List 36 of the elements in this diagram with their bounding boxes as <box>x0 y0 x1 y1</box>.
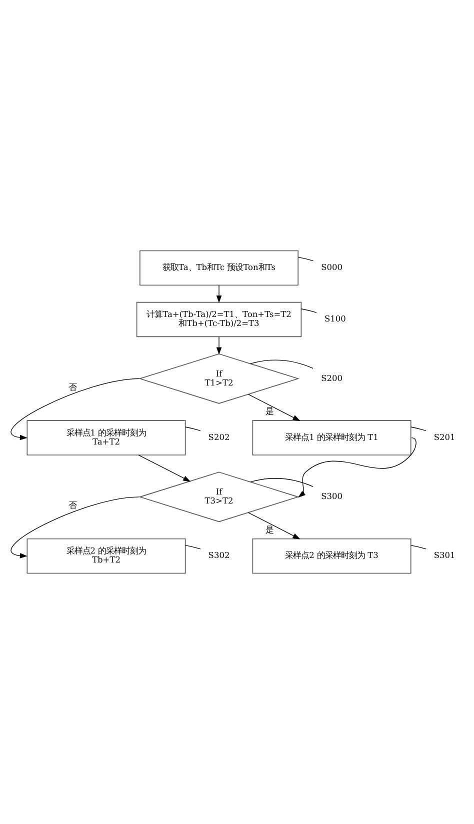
node-text: S201 <box>434 432 456 442</box>
node-text: S000 <box>321 262 342 272</box>
node-text: S300 <box>321 491 342 502</box>
arrow <box>216 336 222 355</box>
node-diamond: If T1>T2 <box>138 353 300 404</box>
connector <box>250 360 314 369</box>
arrow <box>10 496 140 558</box>
node-box: 采样点2 的采样时刻为 Tb+T2 <box>26 538 186 574</box>
node-text: S302 <box>208 550 230 560</box>
node-box: 计算Ta+(Tb-Ta)/2=T1、Ton+Ts=T2 和Tb+(Tc-Tb)/2=T3 <box>136 302 302 338</box>
arrow <box>298 437 416 498</box>
edge-label: 否 <box>68 500 77 510</box>
arrow <box>248 512 300 540</box>
connector <box>185 544 201 550</box>
connector <box>250 478 314 487</box>
connector <box>410 426 426 432</box>
connector <box>185 426 201 432</box>
connector <box>410 544 426 550</box>
edge-label: 是 <box>266 406 274 416</box>
node-text: S202 <box>208 432 230 442</box>
connector <box>301 308 317 313</box>
edge-label: 是 <box>266 524 274 534</box>
arrow <box>10 378 140 440</box>
node-box: 采样点2 的采样时刻为 T3 <box>252 538 412 574</box>
arrow <box>138 454 191 482</box>
node-diamond: If T3>T2 <box>138 472 300 522</box>
node-box: 采样点1 的采样时刻为 T1 <box>252 420 412 456</box>
node-text: S100 <box>324 314 346 324</box>
node-box: 获取Ta、Tb和Tc 预设Ton和Ts <box>140 250 298 286</box>
node-text: S200 <box>321 372 342 383</box>
connector <box>298 256 314 262</box>
arrow <box>216 285 222 304</box>
edge-label: 否 <box>68 382 77 392</box>
arrow <box>248 394 300 421</box>
node-box: 采样点1 的采样时刻为 Ta+T2 <box>26 420 186 456</box>
node-text: S301 <box>434 550 456 560</box>
